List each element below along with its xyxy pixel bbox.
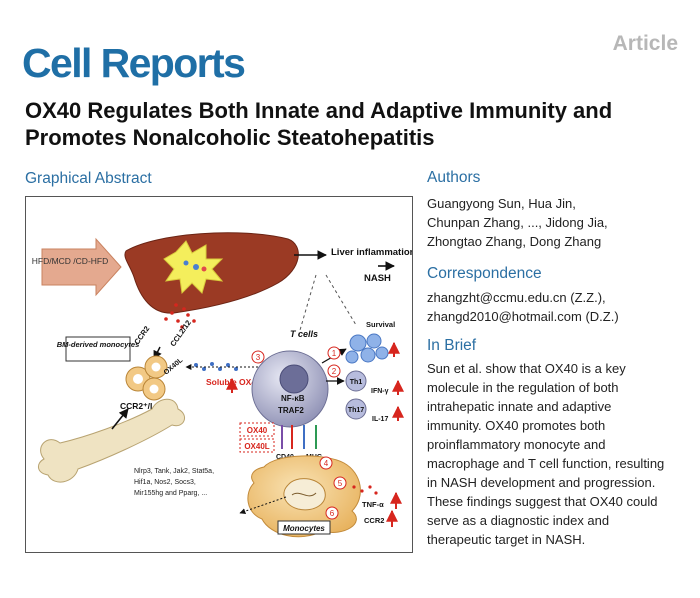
bm-monocytes-label: BM-derived monocytes <box>57 340 140 349</box>
authors-heading: Authors <box>427 169 481 186</box>
ccl2-12-label: CCL2/12 <box>168 318 193 348</box>
graphical-abstract-heading: Graphical Abstract <box>25 170 152 187</box>
ox40-box-label: OX40 <box>247 426 268 435</box>
step-6-badge <box>325 506 339 520</box>
ox40l-box <box>239 438 275 453</box>
step-5-number: 5 <box>338 479 343 488</box>
in-brief-line: Sun et al. show that OX40 is a key <box>427 361 626 376</box>
th17-label: Th17 <box>348 407 364 414</box>
step-1-number: 1 <box>332 349 337 358</box>
author-line: Guangyong Sun, Hua Jin, <box>427 196 576 211</box>
in-brief-line: proinflammatory monocyte and <box>427 437 606 452</box>
receptor-pairs <box>281 425 317 449</box>
email-link[interactable]: zhangd2010@hotmail.com (D.Z.) <box>427 309 619 324</box>
th1-label: Th1 <box>350 379 363 386</box>
monocyte-cluster <box>125 355 168 401</box>
step-5-badge <box>333 476 347 490</box>
bone-shape <box>38 398 186 483</box>
in-brief-line: molecule in the regulation of both <box>427 380 619 395</box>
th1-cell <box>345 370 367 392</box>
diet-arrow: HFD/MCD /CD-HFD <box>32 237 122 297</box>
in-brief-line: macrophage and T cell function, resultin… <box>427 456 665 471</box>
gene-list: Nlrp3, Tank, Jak2, Stat5a, Hif1a, Nos2, … <box>134 468 216 497</box>
t-cells-label: T cells <box>290 329 318 339</box>
author-line: Zhongtao Zhang, Dong Zhang <box>427 234 602 249</box>
step-2-badge <box>327 364 341 378</box>
tnfa-label: TNF-α <box>362 500 384 509</box>
monocytes-label: Monocytes <box>283 524 325 533</box>
tnf-dots <box>352 485 378 495</box>
author-line: Chunpan Zhang, ..., Jidong Jia, <box>427 215 608 230</box>
bm-monocytes-box <box>65 336 131 362</box>
th17-cell <box>345 398 367 420</box>
ox40-box <box>239 422 275 437</box>
graphical-abstract-figure: HFD/MCD /CD-HFD Liver inflammation NASH … <box>25 196 413 553</box>
step-1-badge <box>327 346 341 360</box>
traf2-label: TRAF2 <box>278 406 304 415</box>
in-brief-heading: In Brief <box>427 337 477 354</box>
in-brief-line: These findings suggest that OX40 could <box>427 494 658 509</box>
survival-label: Survival <box>366 320 395 329</box>
correspondence-heading: Correspondence <box>427 265 542 282</box>
journal-logo: Cell Reports <box>22 40 246 86</box>
step-3-badge <box>251 350 265 364</box>
step-4-badge <box>319 456 333 470</box>
ccr2-out-label: CCR2 <box>364 516 384 525</box>
in-brief-line: immunity. OX40 promotes both <box>427 418 606 433</box>
in-brief-line: in NASH development and progression. <box>427 475 656 490</box>
liver-inflammation-label: Liver inflammation <box>331 247 412 258</box>
il17-label: IL-17 <box>372 416 388 423</box>
article-type-label: Article <box>612 32 678 55</box>
step-6-number: 6 <box>330 509 335 518</box>
survival-cells <box>345 333 389 364</box>
article-title: OX40 Regulates Both Innate and Adaptive … <box>25 98 613 150</box>
email-link[interactable]: zhangzht@ccmu.edu.cn (Z.Z.), <box>427 290 606 305</box>
soluble-ox40-dots <box>194 362 238 371</box>
chemokine-dots <box>164 303 196 329</box>
ox40l-box-label: OX40L <box>244 442 269 451</box>
in-brief-line: intrahepatic innate and adaptive <box>427 399 612 414</box>
in-brief-line: serve as a diagnostic index and <box>427 513 610 528</box>
ifng-label: IFN-γ <box>371 388 389 395</box>
monocytes-box <box>277 520 331 535</box>
step-2-number: 2 <box>332 367 337 376</box>
nfkb-label: NF-κB <box>281 394 305 403</box>
correspondence-emails: zhangzht@ccmu.edu.cn (Z.Z.), zhangd2010@… <box>427 288 692 326</box>
authors-list: Guangyong Sun, Hua Jin, Chunpan Zhang, .… <box>427 194 687 251</box>
step-3-number: 3 <box>256 353 261 362</box>
in-brief-line: therapeutic target in NASH. <box>427 532 586 547</box>
diet-label: HFD/MCD /CD-HFD <box>32 256 109 266</box>
in-brief-text: Sun et al. show that OX40 is a key molec… <box>427 359 695 549</box>
ccr2-ly6c-label: CCR2⁺/Ly6cᴴ <box>120 401 173 411</box>
step-4-number: 4 <box>324 459 329 468</box>
nash-label: NASH <box>364 273 391 284</box>
